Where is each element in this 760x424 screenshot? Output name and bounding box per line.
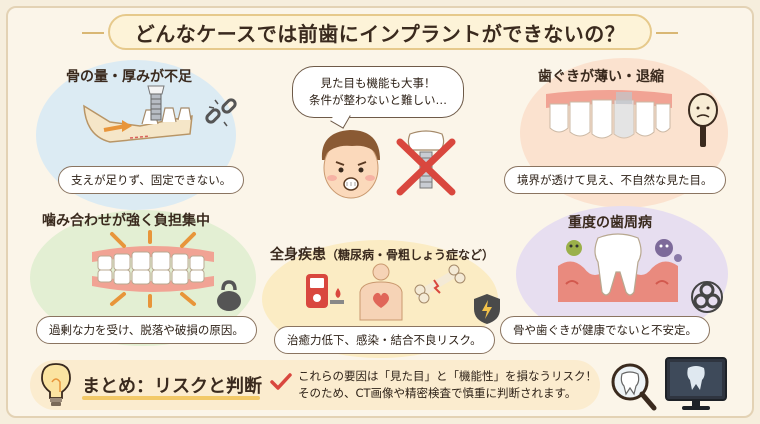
broken-chain-icon — [205, 98, 237, 127]
shield-warning-icon — [474, 294, 500, 324]
systemic-panel-heading: 全身疾患（糖尿病・骨粗しょう症など） — [270, 244, 494, 264]
summary-title: まとめ：リスクと判断 — [82, 376, 262, 397]
cracked-bone-icon — [414, 264, 466, 304]
clenched-teeth-icon — [92, 230, 214, 308]
xray-monitor-icon — [665, 357, 727, 410]
bone-panel-caption: 支えが足りず、固定できない。 — [58, 166, 245, 194]
summary-text: これらの要因は「見た目」と「機能性」を損なうリスク！ そのため、CT画像や精密検… — [298, 368, 597, 402]
summary-band — [30, 360, 600, 410]
title-banner: どんなケースでは前歯にインプラントができないの？ — [82, 14, 678, 50]
systemic-heading-note: （糖尿病・骨粗しょう症など） — [326, 248, 495, 262]
jawbone-icon — [83, 104, 193, 143]
gum-panel-heading: 歯ぐきが薄い・退縮 — [538, 69, 664, 85]
worried-boy-icon — [321, 130, 380, 199]
bone-panel-heading: 骨の量・厚みが不足 — [66, 69, 192, 85]
page-title: どんなケースでは前歯にインプラントができないの？ — [134, 21, 626, 46]
bite-panel-heading: 噛み合わせが強く負担集中 — [42, 213, 210, 229]
biohazard-icon — [691, 281, 723, 313]
body-heart-icon — [359, 263, 403, 321]
bite-panel-caption: 過剰な力を受け、脱落や破損の原因。 — [36, 316, 257, 344]
kettlebell-icon — [217, 280, 241, 311]
crossed-implant-icon — [396, 130, 456, 196]
perio-panel-heading: 重度の歯周病 — [568, 215, 652, 231]
summary-text-line-1: これらの要因は「見た目」と「機能性」を損なうリスク！ — [298, 369, 597, 383]
summary-text-line-2: そのため、CT画像や精密検査で慎重に判断されます。 — [298, 386, 577, 400]
systemic-heading-main: 全身疾患 — [270, 247, 326, 263]
speech-line-2: 条件が整わないと難しい… — [309, 93, 447, 107]
speech-line-1: 見た目も機能も大事！ — [320, 76, 436, 90]
inflamed-tooth-icon — [558, 233, 678, 302]
implant-icon — [147, 85, 165, 121]
systemic-panel-caption: 治癒力低下、感染・結合不良リスク。 — [274, 326, 495, 354]
speech-bubble: 見た目も機能も大事！ 条件が整わないと難しい… — [292, 66, 464, 118]
summary-title-underline — [82, 396, 260, 400]
bacteria-icon — [566, 239, 682, 262]
perio-panel-caption: 骨や歯ぐきが健康でないと不安定。 — [500, 316, 710, 344]
magnifier-tooth-icon — [611, 363, 657, 411]
glucose-meter-icon — [306, 274, 344, 308]
lightbulb-icon — [41, 363, 71, 406]
hand-mirror-icon — [688, 93, 718, 147]
teeth-gums-icon — [546, 90, 672, 139]
gum-panel-caption: 境界が透けて見え、不自然な見た目。 — [504, 166, 726, 194]
check-icon — [270, 373, 292, 390]
